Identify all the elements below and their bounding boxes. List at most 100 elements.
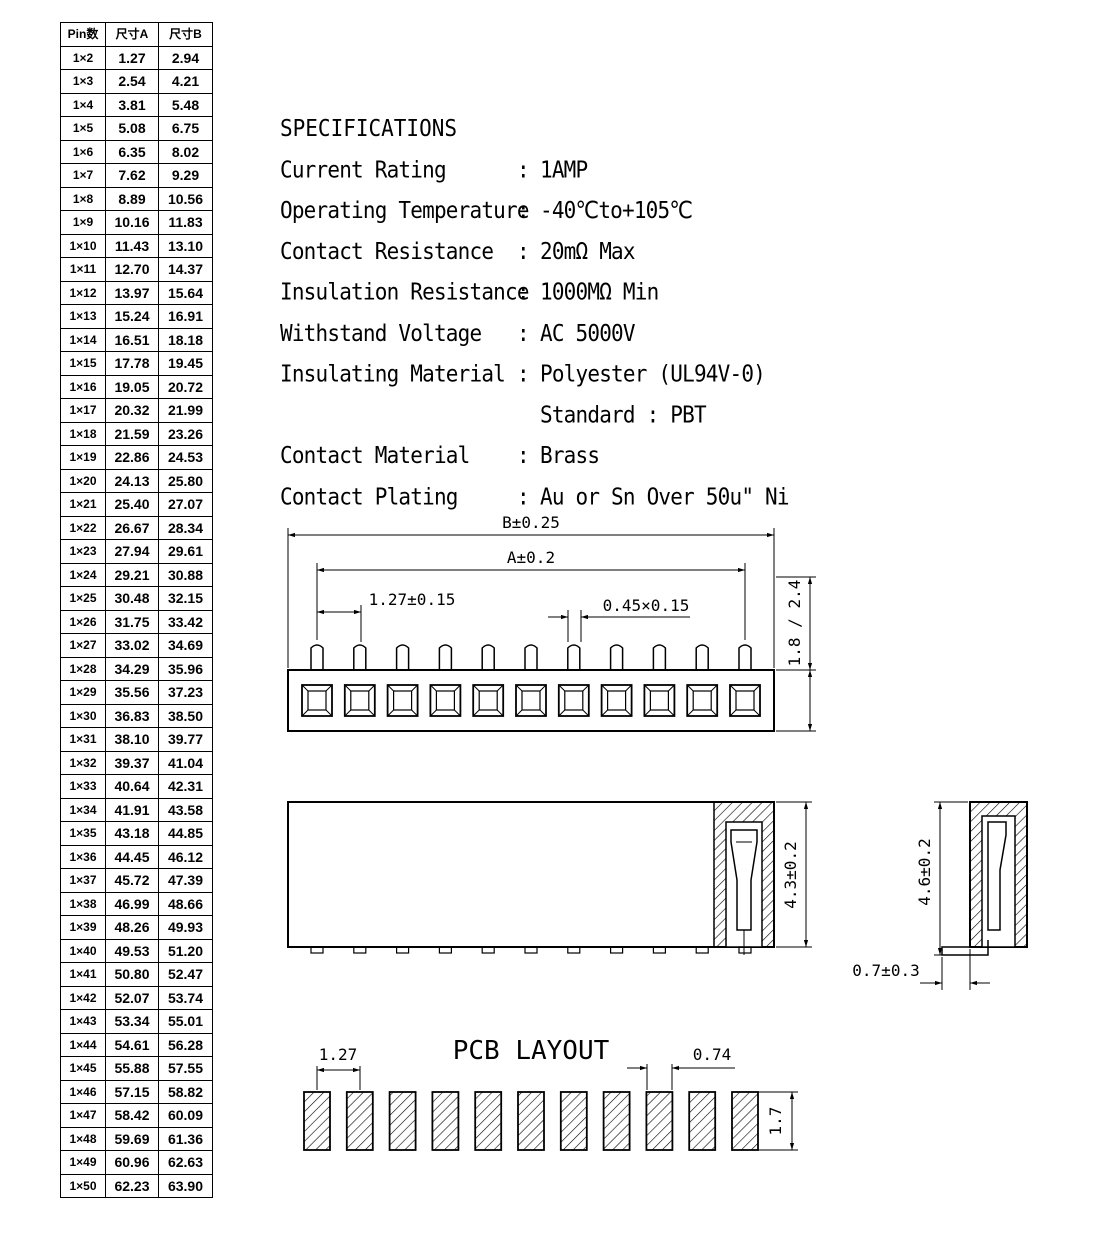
contact-socket-inner	[606, 690, 627, 711]
contact-socket-inner	[564, 690, 584, 711]
pcb-pad	[731, 1091, 759, 1151]
body-height-dimension-label: 4.3±0.2	[781, 841, 800, 908]
pin-count-cell: 1×37	[60, 868, 106, 893]
contact-socket-outer	[386, 684, 419, 717]
pin-count-cell: 1×34	[60, 797, 106, 822]
pin-count-cell: 1×42	[60, 985, 106, 1010]
pcb-pad	[474, 1091, 503, 1151]
pin-count-cell: 1×18	[60, 421, 106, 446]
contact-socket-outer	[686, 684, 719, 717]
spec-colon: :	[517, 360, 530, 387]
side-offset-dimension-label: 0.7±0.3	[852, 961, 919, 980]
pin-height-dimension-label: 1.8 / 2.4	[785, 580, 804, 667]
dimension-b-cell: 58.82	[158, 1079, 213, 1104]
contact-socket-bevel	[430, 684, 461, 717]
contact-socket-inner	[478, 690, 498, 711]
pin-count-cell: 1×20	[60, 468, 106, 493]
dimension-a-cell: 55.88	[105, 1056, 159, 1081]
dimension-b-cell: 33.42	[158, 609, 213, 634]
dimension-a-cell: 50.80	[105, 962, 159, 987]
pcb-pad	[517, 1091, 545, 1151]
dimension-a-cell: 20.32	[105, 398, 159, 423]
dimension-a-cell: 5.08	[105, 116, 159, 141]
dimension-b-cell: 4.21	[158, 69, 213, 94]
contact-socket-bevel	[729, 684, 761, 717]
dimension-b-cell: 38.50	[158, 703, 213, 728]
dimension-b-cell: 20.72	[158, 374, 213, 399]
contact-socket-inner	[393, 690, 413, 711]
dimension-b-cell: 43.58	[158, 797, 213, 822]
spec-label: Current Rating	[280, 155, 447, 183]
pin-tip	[438, 644, 453, 670]
dimension-b-cell: 61.36	[158, 1126, 213, 1151]
contact-socket-outer	[643, 684, 676, 717]
pin-count-cell: 1×39	[60, 915, 106, 940]
spec-row: Current Rating:1AMP	[280, 149, 800, 190]
dimension-b-cell: 24.53	[158, 445, 213, 470]
spec-value: -40℃to+105℃	[540, 196, 693, 224]
dimension-b-cell: 49.93	[158, 915, 213, 940]
dimension-b-cell: 13.10	[158, 233, 213, 258]
pin-tip	[567, 644, 581, 670]
dimension-b-label: B±0.25	[502, 513, 560, 532]
spec-value: 1000MΩ Min	[540, 278, 659, 306]
pin-count-cell: 1×47	[60, 1103, 106, 1128]
dimension-b-cell: 46.12	[158, 844, 213, 869]
spec-label: Contact Material	[280, 441, 470, 469]
pcb-pad	[388, 1091, 417, 1151]
dimension-b-cell: 15.64	[158, 280, 213, 305]
pin-count-cell: 1×8	[60, 186, 106, 211]
dimension-a-cell: 29.21	[105, 562, 159, 587]
dimension-b-cell: 5.48	[158, 92, 213, 117]
spec-row: Operating Temperature:-40℃to+105℃	[280, 190, 800, 231]
contact-socket-outer	[729, 684, 761, 717]
front-view	[287, 801, 812, 955]
pcb-layout-title: PCB LAYOUT	[453, 1036, 610, 1066]
dimension-a-cell: 60.96	[105, 1150, 159, 1175]
spec-value: Brass	[540, 441, 600, 469]
pin-count-cell: 1×31	[60, 727, 106, 752]
contact-socket-inner	[649, 690, 670, 711]
pin-foot	[481, 946, 495, 954]
pcb-pad	[602, 1091, 631, 1151]
pcb-pad	[345, 1091, 374, 1151]
contact-socket-outer	[600, 684, 633, 717]
pin-count-cell: 1×22	[60, 515, 106, 540]
contact-socket-inner	[435, 690, 455, 711]
pin-count-cell: 1×15	[60, 351, 106, 376]
dimension-a-cell: 46.99	[105, 891, 159, 916]
contact-socket-bevel	[515, 684, 547, 717]
spec-value: AC 5000V	[540, 319, 636, 346]
contact-socket-outer	[557, 684, 590, 717]
spec-colon: :	[517, 237, 530, 265]
dimension-b-cell: 27.07	[158, 492, 213, 517]
spec-value: 20mΩ Max	[540, 237, 636, 265]
contact-socket-outer	[301, 684, 333, 717]
dimension-a-cell: 15.24	[105, 304, 159, 329]
pin-count-cell: 1×13	[60, 304, 106, 329]
dimension-a-cell: 16.51	[105, 327, 159, 352]
spec-colon: :	[517, 441, 530, 469]
pin-tip	[310, 644, 324, 670]
contact-socket-bevel	[472, 684, 504, 717]
dimension-a-cell: 41.91	[105, 797, 159, 822]
dimension-b-cell: 60.09	[158, 1103, 213, 1128]
